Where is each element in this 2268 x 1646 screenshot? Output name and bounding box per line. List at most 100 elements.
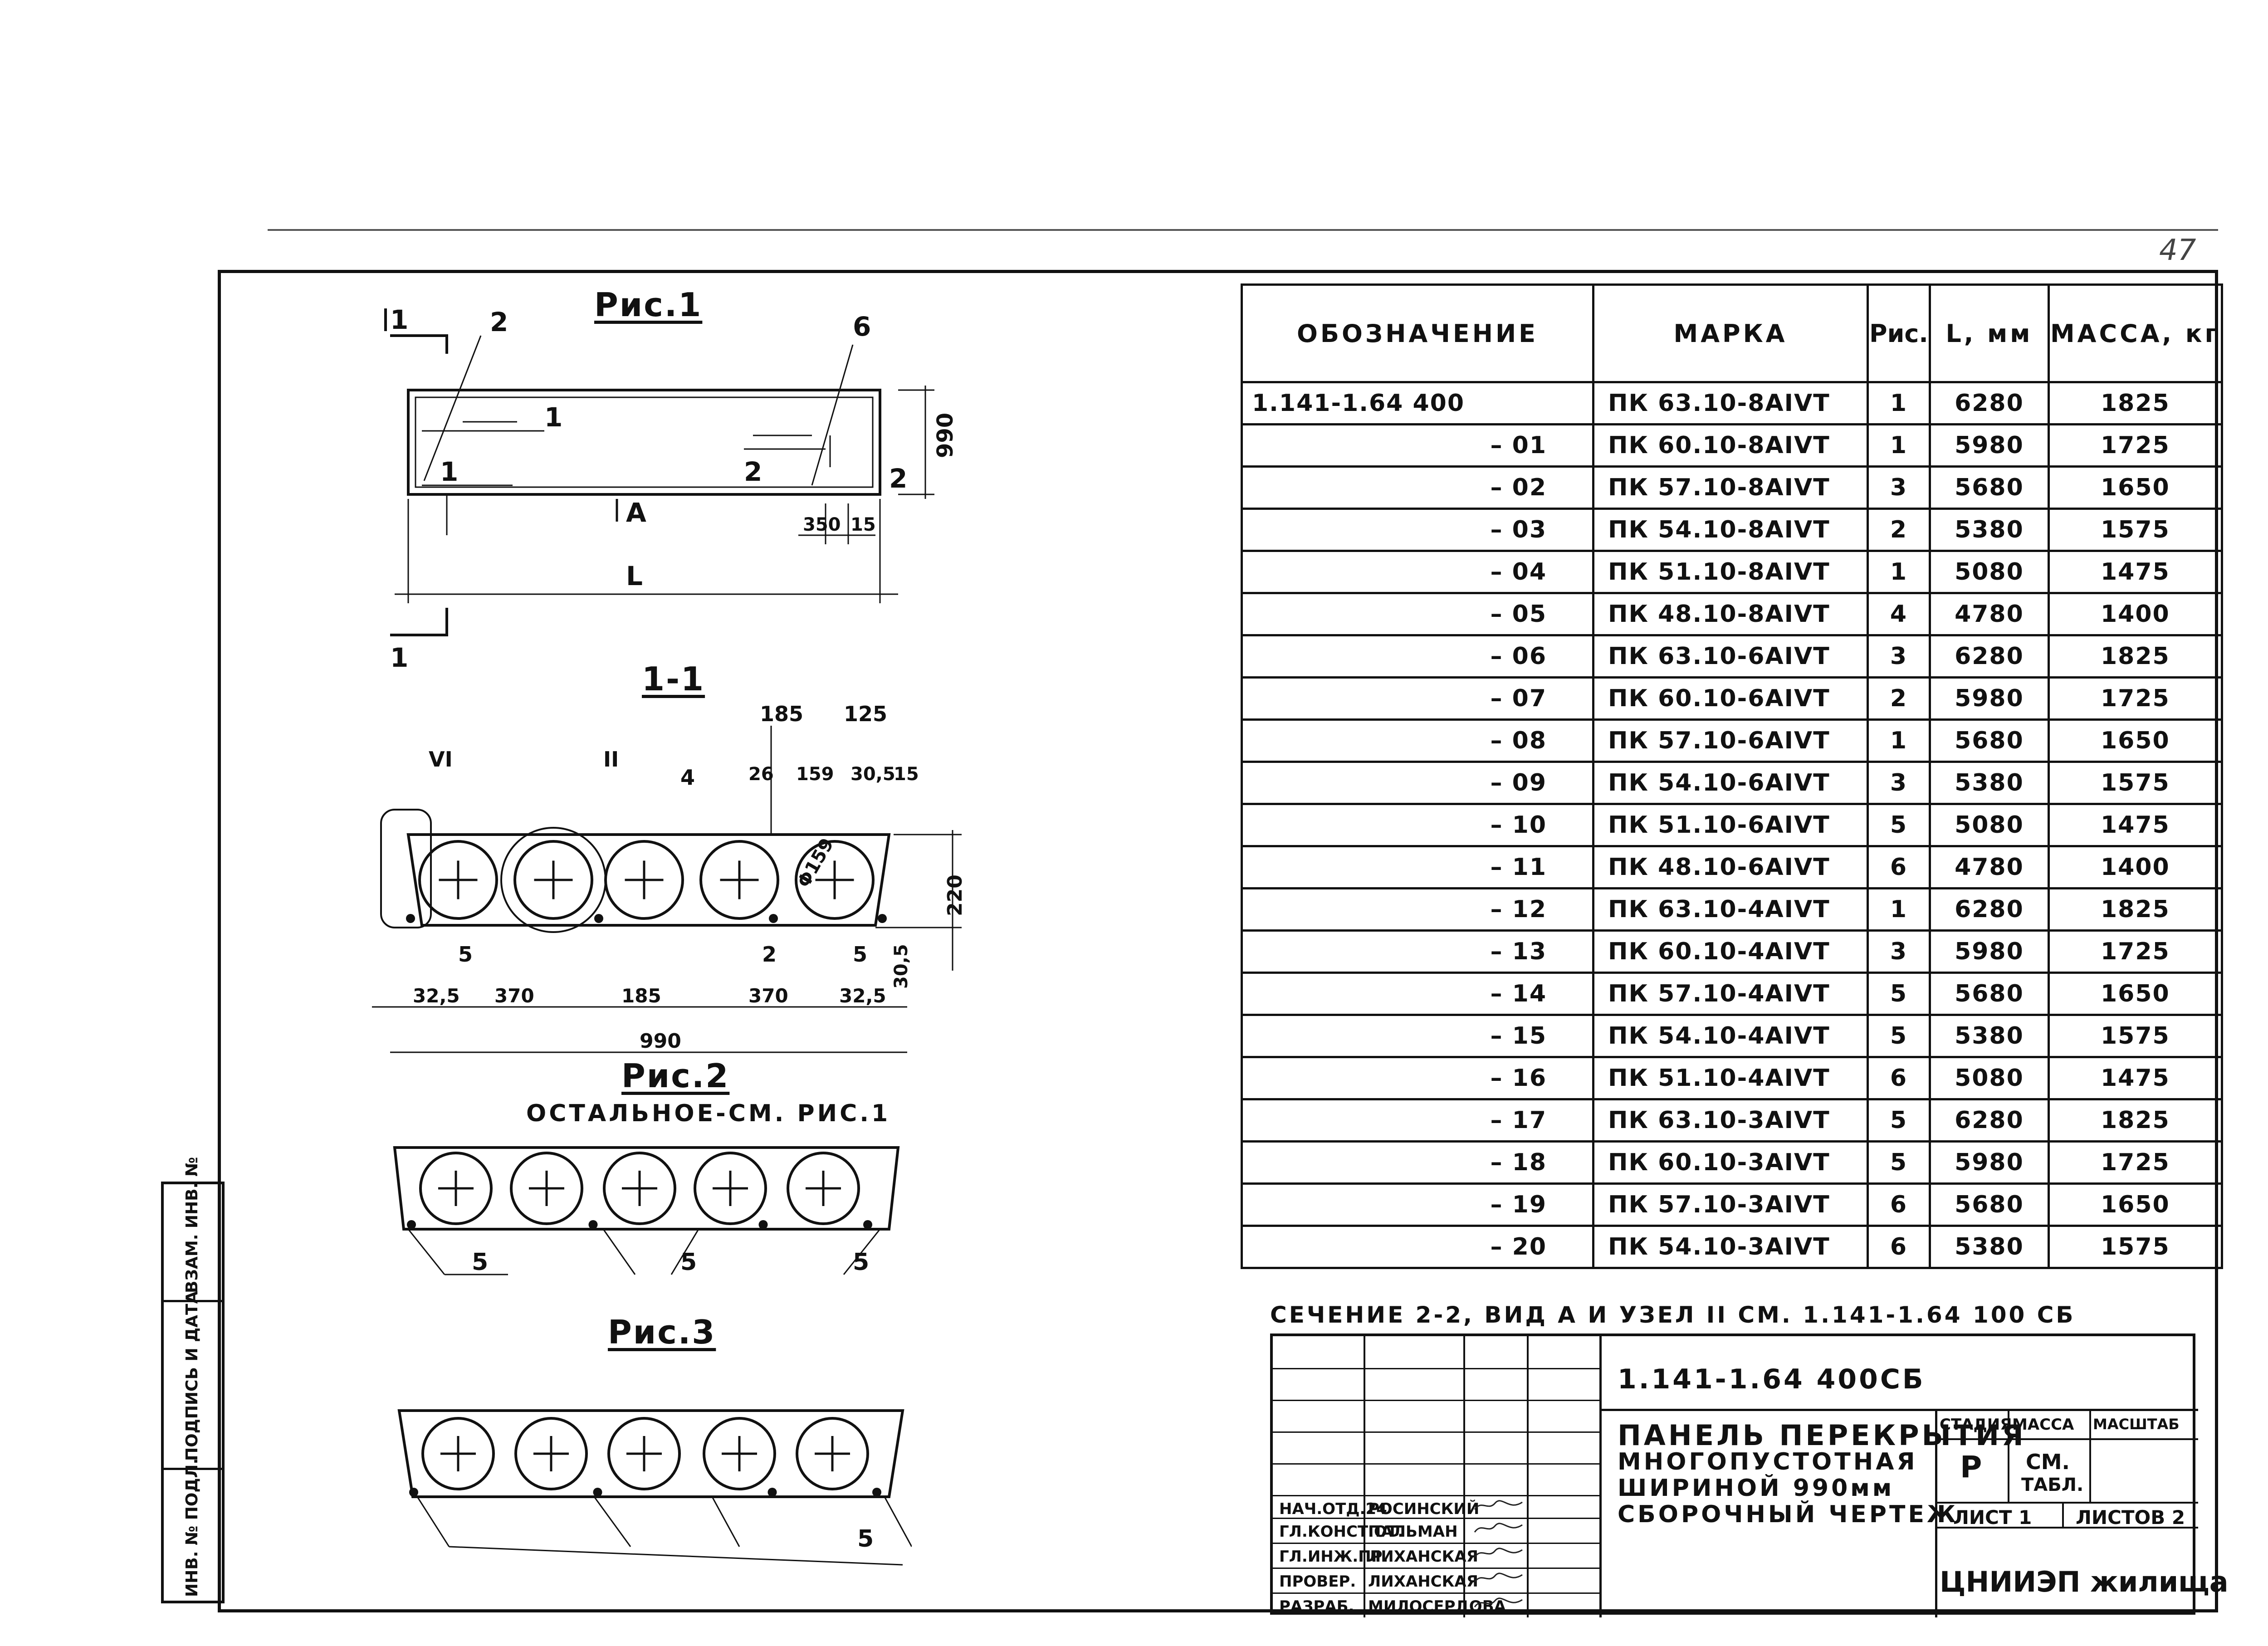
fig1-height-dim: 990 <box>933 413 958 458</box>
rebar-dot <box>769 914 778 923</box>
designation-cell: – 17 <box>1241 1098 1594 1143</box>
length-cell: 6280 <box>1928 887 2050 932</box>
mass-cell: 1650 <box>2047 718 2223 763</box>
length-cell: 5980 <box>1928 676 2050 721</box>
section-bottom-dim-2: 370 <box>494 985 534 1007</box>
length-cell: 5680 <box>1928 972 2050 1016</box>
section-dim-30-5: 30,5 <box>891 944 912 989</box>
hollow-core-void <box>699 840 779 920</box>
length-cell: 6280 <box>1928 381 2050 425</box>
mass-cell: 1825 <box>2047 887 2223 932</box>
sheet-label: ЛИСТ 1 <box>1953 1506 2032 1529</box>
designation-cell: – 06 <box>1241 634 1594 679</box>
node-vi-marker <box>380 809 432 928</box>
figure-cell: 4 <box>1867 592 1931 636</box>
fig1-plan-drawing: 1 1 2 1 1 6 2 2 A L 990 350 15 <box>384 308 958 673</box>
section-dim-15: 15 <box>894 764 919 785</box>
figure-cell: 6 <box>1867 1056 1931 1100</box>
section-bottom-dim-4: 370 <box>748 985 788 1007</box>
scale-label: МАСШТАБ <box>2093 1416 2180 1433</box>
hollow-core-void <box>795 840 875 920</box>
rebar-dot <box>863 1220 872 1229</box>
designation-cell: – 20 <box>1241 1225 1594 1269</box>
mark-cell: ПК 54.10-8AIVТ <box>1592 508 1869 552</box>
section-callout-ii: II <box>603 747 619 772</box>
length-cell: 6280 <box>1928 634 2050 679</box>
mass-cell: 1650 <box>2047 972 2223 1016</box>
designation-cell: – 14 <box>1241 972 1594 1016</box>
section-dim-305: 30,5 <box>850 764 895 785</box>
length-cell: 5080 <box>1928 550 2050 594</box>
figure-cell: 3 <box>1867 761 1931 805</box>
length-cell: 6280 <box>1928 1098 2050 1143</box>
fig2-title: Рис.2 <box>621 1057 730 1095</box>
signature-role: ПРОВЕР. <box>1279 1573 1356 1591</box>
figure-cell: 5 <box>1867 972 1931 1016</box>
mark-cell: ПК 57.10-3AIVТ <box>1592 1182 1869 1227</box>
fig1-callout-1a: 1 <box>544 402 562 433</box>
designation-cell: – 16 <box>1241 1056 1594 1100</box>
figure-cell: 6 <box>1867 1225 1931 1269</box>
mark-cell: ПК 57.10-4AIVТ <box>1592 972 1869 1016</box>
fig1-callout-2: 2 <box>490 308 508 337</box>
mass-cell: 1475 <box>2047 1056 2223 1100</box>
section-callout-5a: 5 <box>458 942 473 967</box>
designation-cell: – 13 <box>1241 929 1594 974</box>
section-dim-26: 26 <box>748 764 774 785</box>
rebar-dot <box>878 914 887 923</box>
figure-cell: 1 <box>1867 550 1931 594</box>
figure-cell: 1 <box>1867 381 1931 425</box>
designation-cell: 1.141-1.64 400 <box>1241 381 1594 425</box>
handwritten-signature <box>1472 1570 1527 1591</box>
length-cell: 5980 <box>1928 423 2050 468</box>
fig1-callout-6: 6 <box>853 311 871 342</box>
signature-role: ГЛ.ИНЖ.ПР. <box>1279 1548 1388 1566</box>
document-name-line-4: СБОРОЧНЫЙ ЧЕРТЕЖ <box>1618 1501 1959 1528</box>
mark-cell: ПК 54.10-3AIVТ <box>1592 1225 1869 1269</box>
hollow-core-void <box>607 1417 681 1490</box>
table-header-row: ОБОЗНАЧЕНИЕ МАРКА Рис. L, мм МАССА, кг <box>1241 283 2223 383</box>
figure-cell: 3 <box>1867 634 1931 679</box>
mark-cell: ПК 63.10-8AIVТ <box>1592 381 1869 425</box>
hollow-core-void <box>796 1417 869 1490</box>
designation-cell: – 09 <box>1241 761 1594 805</box>
handwritten-signature <box>1472 1545 1527 1566</box>
fig2-callout-5c: 5 <box>853 1249 869 1276</box>
rebar-dot <box>588 1220 598 1229</box>
sheets-label: ЛИСТОВ 2 <box>2076 1506 2185 1529</box>
section-dim-185: 185 <box>760 702 803 726</box>
stamp-inventory-label: ИНВ. № ПОДЛ. <box>183 1458 201 1597</box>
handwritten-signature <box>1472 1498 1527 1518</box>
stamp-replaces-label: ВЗАМ. ИНВ. № <box>183 1157 201 1293</box>
document-code: 1.141-1.64 400СБ <box>1618 1363 1926 1395</box>
length-cell: 5980 <box>1928 1140 2050 1185</box>
length-cell: 5080 <box>1928 803 2050 847</box>
fig1-callout-1b: 1 <box>440 456 458 487</box>
col-header-mark: МАРКА <box>1592 283 1869 383</box>
mark-cell: ПК 60.10-4AIVТ <box>1592 929 1869 974</box>
section-voids <box>406 840 887 923</box>
rebar-dot <box>593 1488 602 1497</box>
signature-role: ГЛ.КОНСТ.ОТ. <box>1279 1523 1404 1541</box>
hollow-core-void <box>787 1152 860 1225</box>
length-cell: 5680 <box>1928 1182 2050 1227</box>
top-trim-line <box>268 229 2218 231</box>
hollow-core-void <box>510 1152 583 1225</box>
mass-cell: 1575 <box>2047 508 2223 552</box>
length-cell: 4780 <box>1928 845 2050 889</box>
col-header-designation: ОБОЗНАЧЕНИЕ <box>1241 283 1594 383</box>
length-cell: 5680 <box>1928 718 2050 763</box>
designation-cell: – 04 <box>1241 550 1594 594</box>
section-dim-159: 159 <box>796 764 834 785</box>
mass-cell: 1575 <box>2047 1014 2223 1058</box>
mark-cell: ПК 48.10-8AIVТ <box>1592 592 1869 636</box>
section-bottom-dim-3: 185 <box>621 985 661 1007</box>
